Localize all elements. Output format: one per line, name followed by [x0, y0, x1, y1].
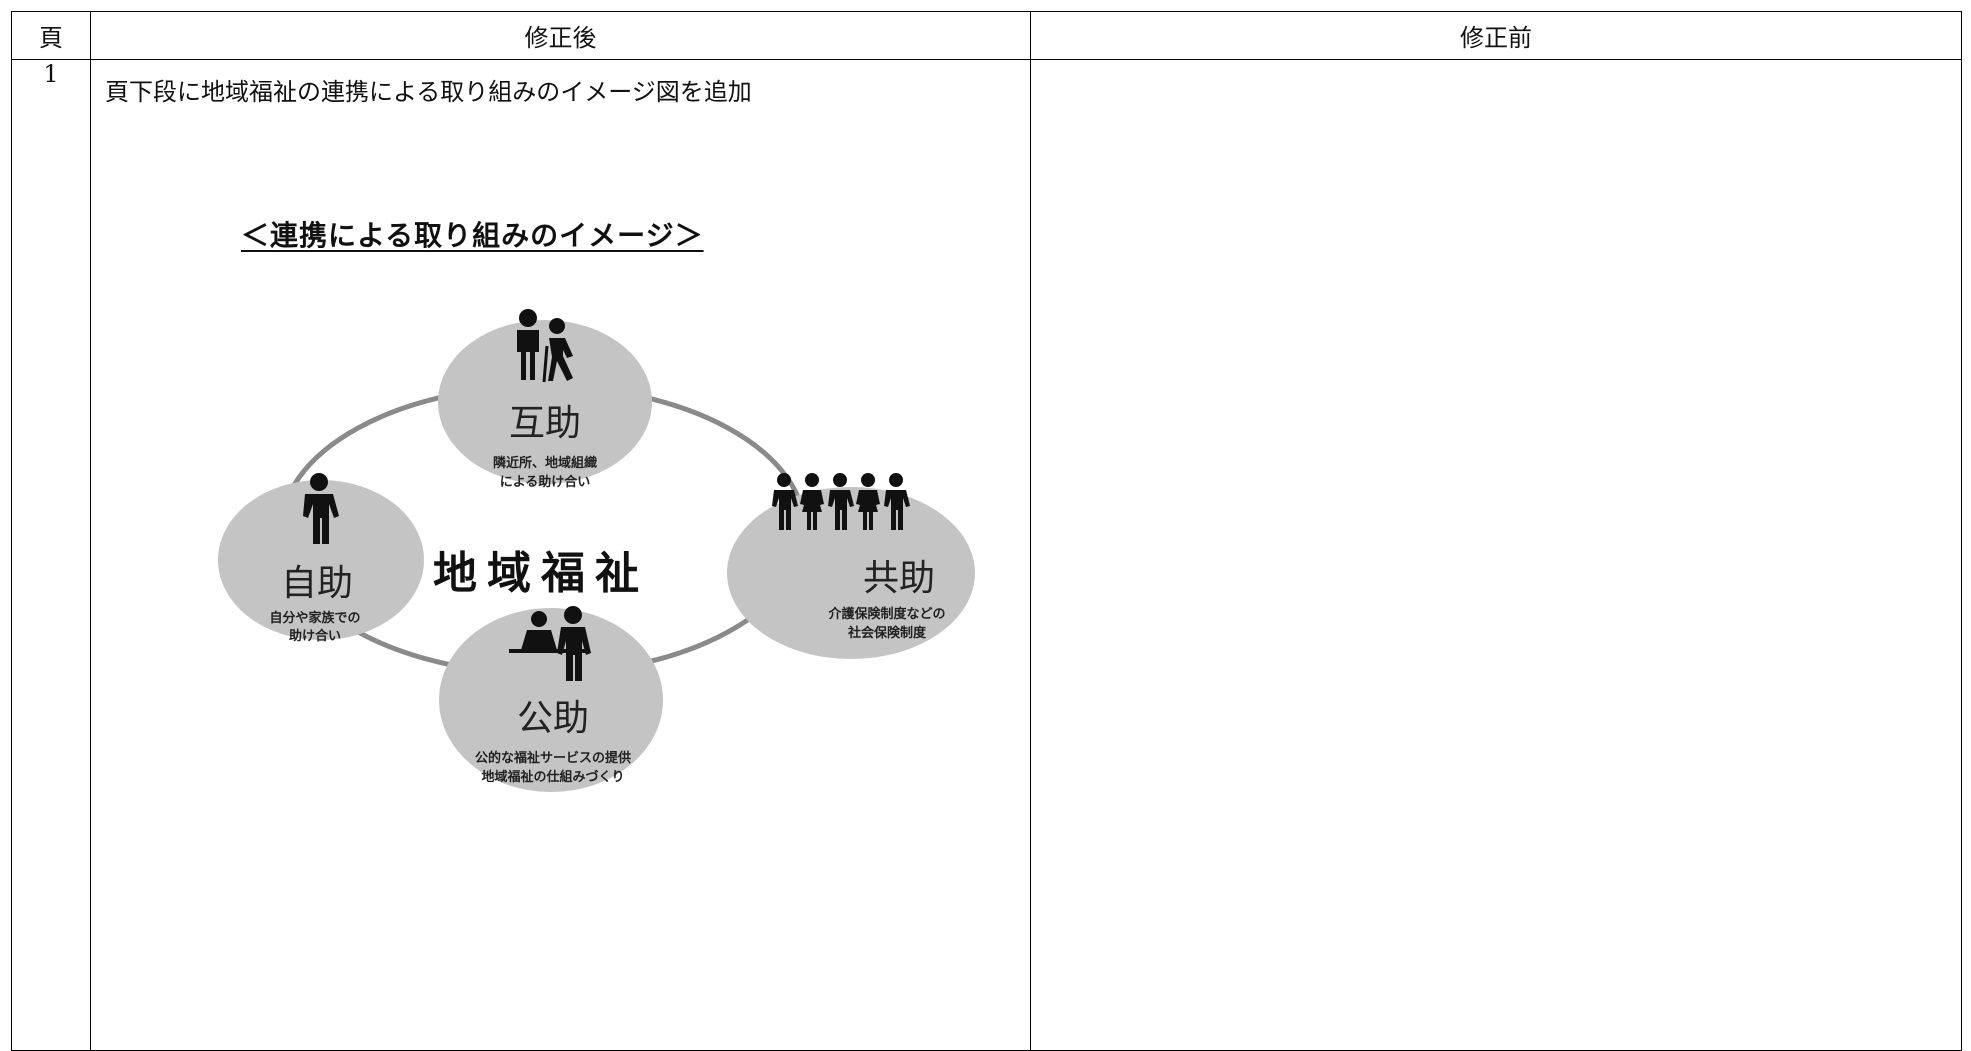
gojo-label: 互助: [509, 403, 581, 444]
two-people-icon: [517, 309, 573, 383]
cooperation-diagram: ＜連携による取り組みのイメージ＞ 互助 隣近所、地域組織: [91, 60, 1031, 1050]
single-person-icon: [303, 473, 339, 544]
kojo-ellipse: [439, 608, 663, 792]
page-number: 1: [11, 59, 91, 1051]
header-row: 頁 修正後 修正前: [11, 11, 1962, 60]
jijo-desc-1: 自分や家族での: [269, 610, 360, 626]
gojo-desc-1: 隣近所、地域組織: [493, 455, 597, 471]
jijo-desc-2: 助け合い: [289, 628, 341, 644]
kojo-desc-2: 地域福祉の仕組みづくり: [481, 769, 624, 785]
revision-table: 頁 修正後 修正前 1 頁下段に地域福祉の連携による取り組みのイメージ図を追加 …: [11, 11, 1962, 1051]
diagram-svg: 互助 隣近所、地域組織 による助け合い 自助 自分や家族での 助け合い: [218, 309, 975, 792]
kyojo-desc-2: 社会保険制度: [847, 625, 927, 641]
after-cell: 頁下段に地域福祉の連携による取り組みのイメージ図を追加 ＜連携による取り組みのイ…: [90, 59, 1031, 1051]
gojo-desc-2: による助け合い: [500, 474, 591, 490]
official-at-desk-icon: [509, 606, 591, 681]
before-cell: [1030, 59, 1962, 1051]
jijo-label: 自助: [281, 563, 353, 604]
header-after: 修正後: [90, 11, 1031, 60]
after-description: 頁下段に地域福祉の連携による取り組みのイメージ図を追加: [105, 78, 752, 106]
kyojo-desc-1: 介護保険制度などの: [827, 606, 945, 622]
jijo-ellipse: [218, 480, 424, 640]
table-row: 1 頁下段に地域福祉の連携による取り組みのイメージ図を追加 ＜連携による取り組み…: [11, 59, 1962, 1051]
group-of-people-icon: [772, 473, 910, 530]
center-label: 地域福祉: [433, 548, 649, 599]
kojo-label: 公助: [517, 698, 589, 739]
kojo-desc-1: 公的な福祉サービスの提供: [475, 750, 631, 766]
gojo-ellipse: [438, 320, 652, 484]
header-page: 頁: [11, 11, 91, 60]
header-before: 修正前: [1030, 11, 1962, 60]
diagram-title: ＜連携による取り組みのイメージ＞: [241, 219, 704, 252]
kyojo-label: 共助: [863, 558, 935, 599]
